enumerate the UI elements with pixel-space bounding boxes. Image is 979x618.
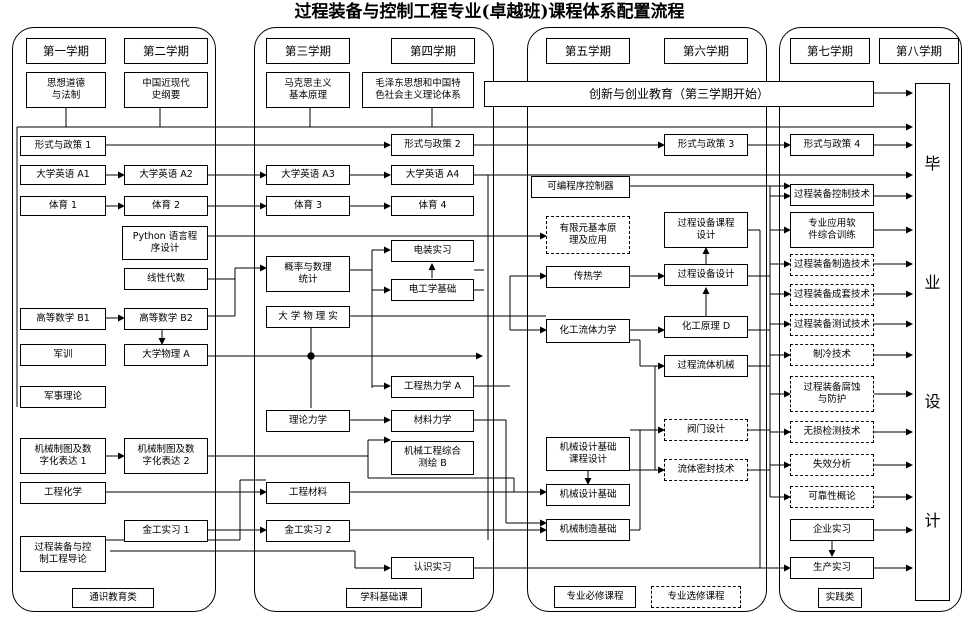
course-box: 毛泽东思想和中国特 色社会主义理论体系 — [362, 72, 474, 108]
semester-3-header: 第三学期 — [266, 38, 350, 64]
course-box: 理论力学 — [266, 410, 350, 432]
category-label-practice: 实践类 — [818, 588, 862, 608]
semester-8-header: 第八学期 — [879, 38, 959, 64]
elective-course-box: 失效分析 — [790, 454, 874, 476]
elective-course-box: 阀门设计 — [664, 419, 748, 441]
course-box: 大学英语 A2 — [124, 165, 208, 185]
course-box: 机械设计基础 课程设计 — [546, 437, 630, 471]
graduation-char: 业 — [924, 272, 941, 292]
course-box: 机械设计基础 — [546, 484, 630, 506]
course-box: 形式与政策 3 — [664, 134, 748, 156]
general-education-group — [12, 27, 216, 612]
course-box: 概率与数理 统计 — [266, 256, 350, 292]
elective-course-box: 过程装备成套技术 — [790, 284, 874, 306]
course-box: 认识实习 — [391, 557, 474, 579]
course-box: 过程设备设计 — [664, 264, 748, 286]
course-box: 形式与政策 1 — [20, 136, 106, 156]
course-box: 工程化学 — [20, 482, 106, 504]
course-box: 过程设备课程 设计 — [664, 212, 748, 248]
practice-group — [779, 27, 962, 612]
course-box: 大学英语 A4 — [391, 165, 474, 185]
course-box: 机械工程综合 测绘 B — [391, 441, 474, 475]
course-box: 可编程序控制器 — [531, 176, 630, 198]
category-label-foundation: 学科基础课 — [346, 588, 422, 608]
course-box: 过程流体机械 — [664, 355, 748, 377]
elective-course-box: 有限元基本原 理及应用 — [546, 216, 630, 254]
course-box: 工程材料 — [266, 482, 350, 504]
graduation-char: 毕 — [924, 153, 941, 173]
course-box: 生产实习 — [790, 557, 874, 579]
semester-2-header: 第二学期 — [124, 38, 208, 64]
course-box: 过程装备控制技术 — [790, 184, 874, 206]
course-box: 高等数学 B2 — [124, 308, 208, 330]
semester-4-header: 第四学期 — [391, 38, 475, 64]
course-box: 化工原理 D — [664, 316, 748, 338]
graduation-char: 设 — [924, 391, 941, 411]
course-box: 金工实习 1 — [124, 520, 208, 542]
course-box: 体育 2 — [124, 196, 208, 216]
course-box: 机械制图及数 字化表达 2 — [124, 438, 208, 474]
elective-course-box: 无损检测技术 — [790, 421, 874, 443]
course-box: 机械制图及数 字化表达 1 — [20, 438, 106, 474]
graduation-design-box: 毕 业 设 计 — [915, 83, 950, 601]
elective-course-box: 流体密封技术 — [664, 459, 748, 481]
page-title: 过程装备与控制工程专业(卓越班)课程体系配置流程 — [294, 2, 685, 22]
course-box: 金工实习 2 — [266, 520, 350, 542]
course-box: 大 学 物 理 实 — [266, 306, 350, 328]
innovation-course-banner: 创新与创业教育（第三学期开始） — [484, 81, 874, 107]
course-box: 马克思主义 基本原理 — [266, 72, 350, 108]
course-box: 军训 — [20, 344, 106, 366]
course-box: 化工流体力学 — [546, 319, 630, 343]
course-box: 材料力学 — [391, 410, 474, 432]
major-group — [527, 27, 767, 612]
elective-course-box: 过程装备制造技术 — [790, 254, 874, 276]
course-box: 思想道德 与法制 — [26, 72, 106, 108]
course-box: 体育 1 — [20, 196, 106, 216]
course-box: 传热学 — [546, 266, 630, 288]
course-box: 中国近现代 史纲要 — [124, 72, 208, 108]
course-box: 大学英语 A1 — [20, 165, 106, 185]
course-box: 工程热力学 A — [391, 376, 474, 398]
course-box: 军事理论 — [20, 386, 106, 408]
course-box: 专业应用软 件综合训练 — [790, 212, 874, 248]
course-box: 体育 4 — [391, 196, 474, 216]
semester-6-header: 第六学期 — [664, 38, 748, 64]
category-label-elective: 专业选修课程 — [651, 586, 741, 608]
category-label-general: 通识教育类 — [72, 588, 154, 608]
semester-7-header: 第七学期 — [790, 38, 870, 64]
category-label-required: 专业必修课程 — [554, 586, 636, 608]
elective-course-box: 过程装备测试技术 — [790, 314, 874, 336]
course-box: 机械制造基础 — [546, 519, 630, 541]
course-box: 企业实习 — [790, 519, 874, 541]
semester-5-header: 第五学期 — [546, 38, 630, 64]
semester-1-header: 第一学期 — [26, 38, 106, 64]
course-box: 高等数学 B1 — [20, 308, 106, 330]
elective-course-box: 过程装备腐蚀 与防护 — [790, 376, 874, 412]
course-box: 线性代数 — [124, 268, 208, 290]
course-box: 电工学基础 — [391, 279, 474, 301]
course-box: Python 语言程 序设计 — [122, 226, 208, 260]
course-box: 大学物理 A — [124, 344, 208, 366]
course-box: 形式与政策 4 — [790, 134, 874, 156]
course-box: 形式与政策 2 — [391, 134, 474, 156]
graduation-char: 计 — [924, 510, 941, 530]
course-box: 电装实习 — [391, 240, 474, 262]
elective-course-box: 可靠性概论 — [790, 486, 874, 508]
elective-course-box: 制冷技术 — [790, 344, 874, 366]
foundation-group — [254, 27, 494, 612]
course-box: 体育 3 — [266, 196, 350, 216]
course-box: 大学英语 A3 — [266, 165, 350, 185]
course-box: 过程装备与控 制工程导论 — [20, 536, 106, 572]
